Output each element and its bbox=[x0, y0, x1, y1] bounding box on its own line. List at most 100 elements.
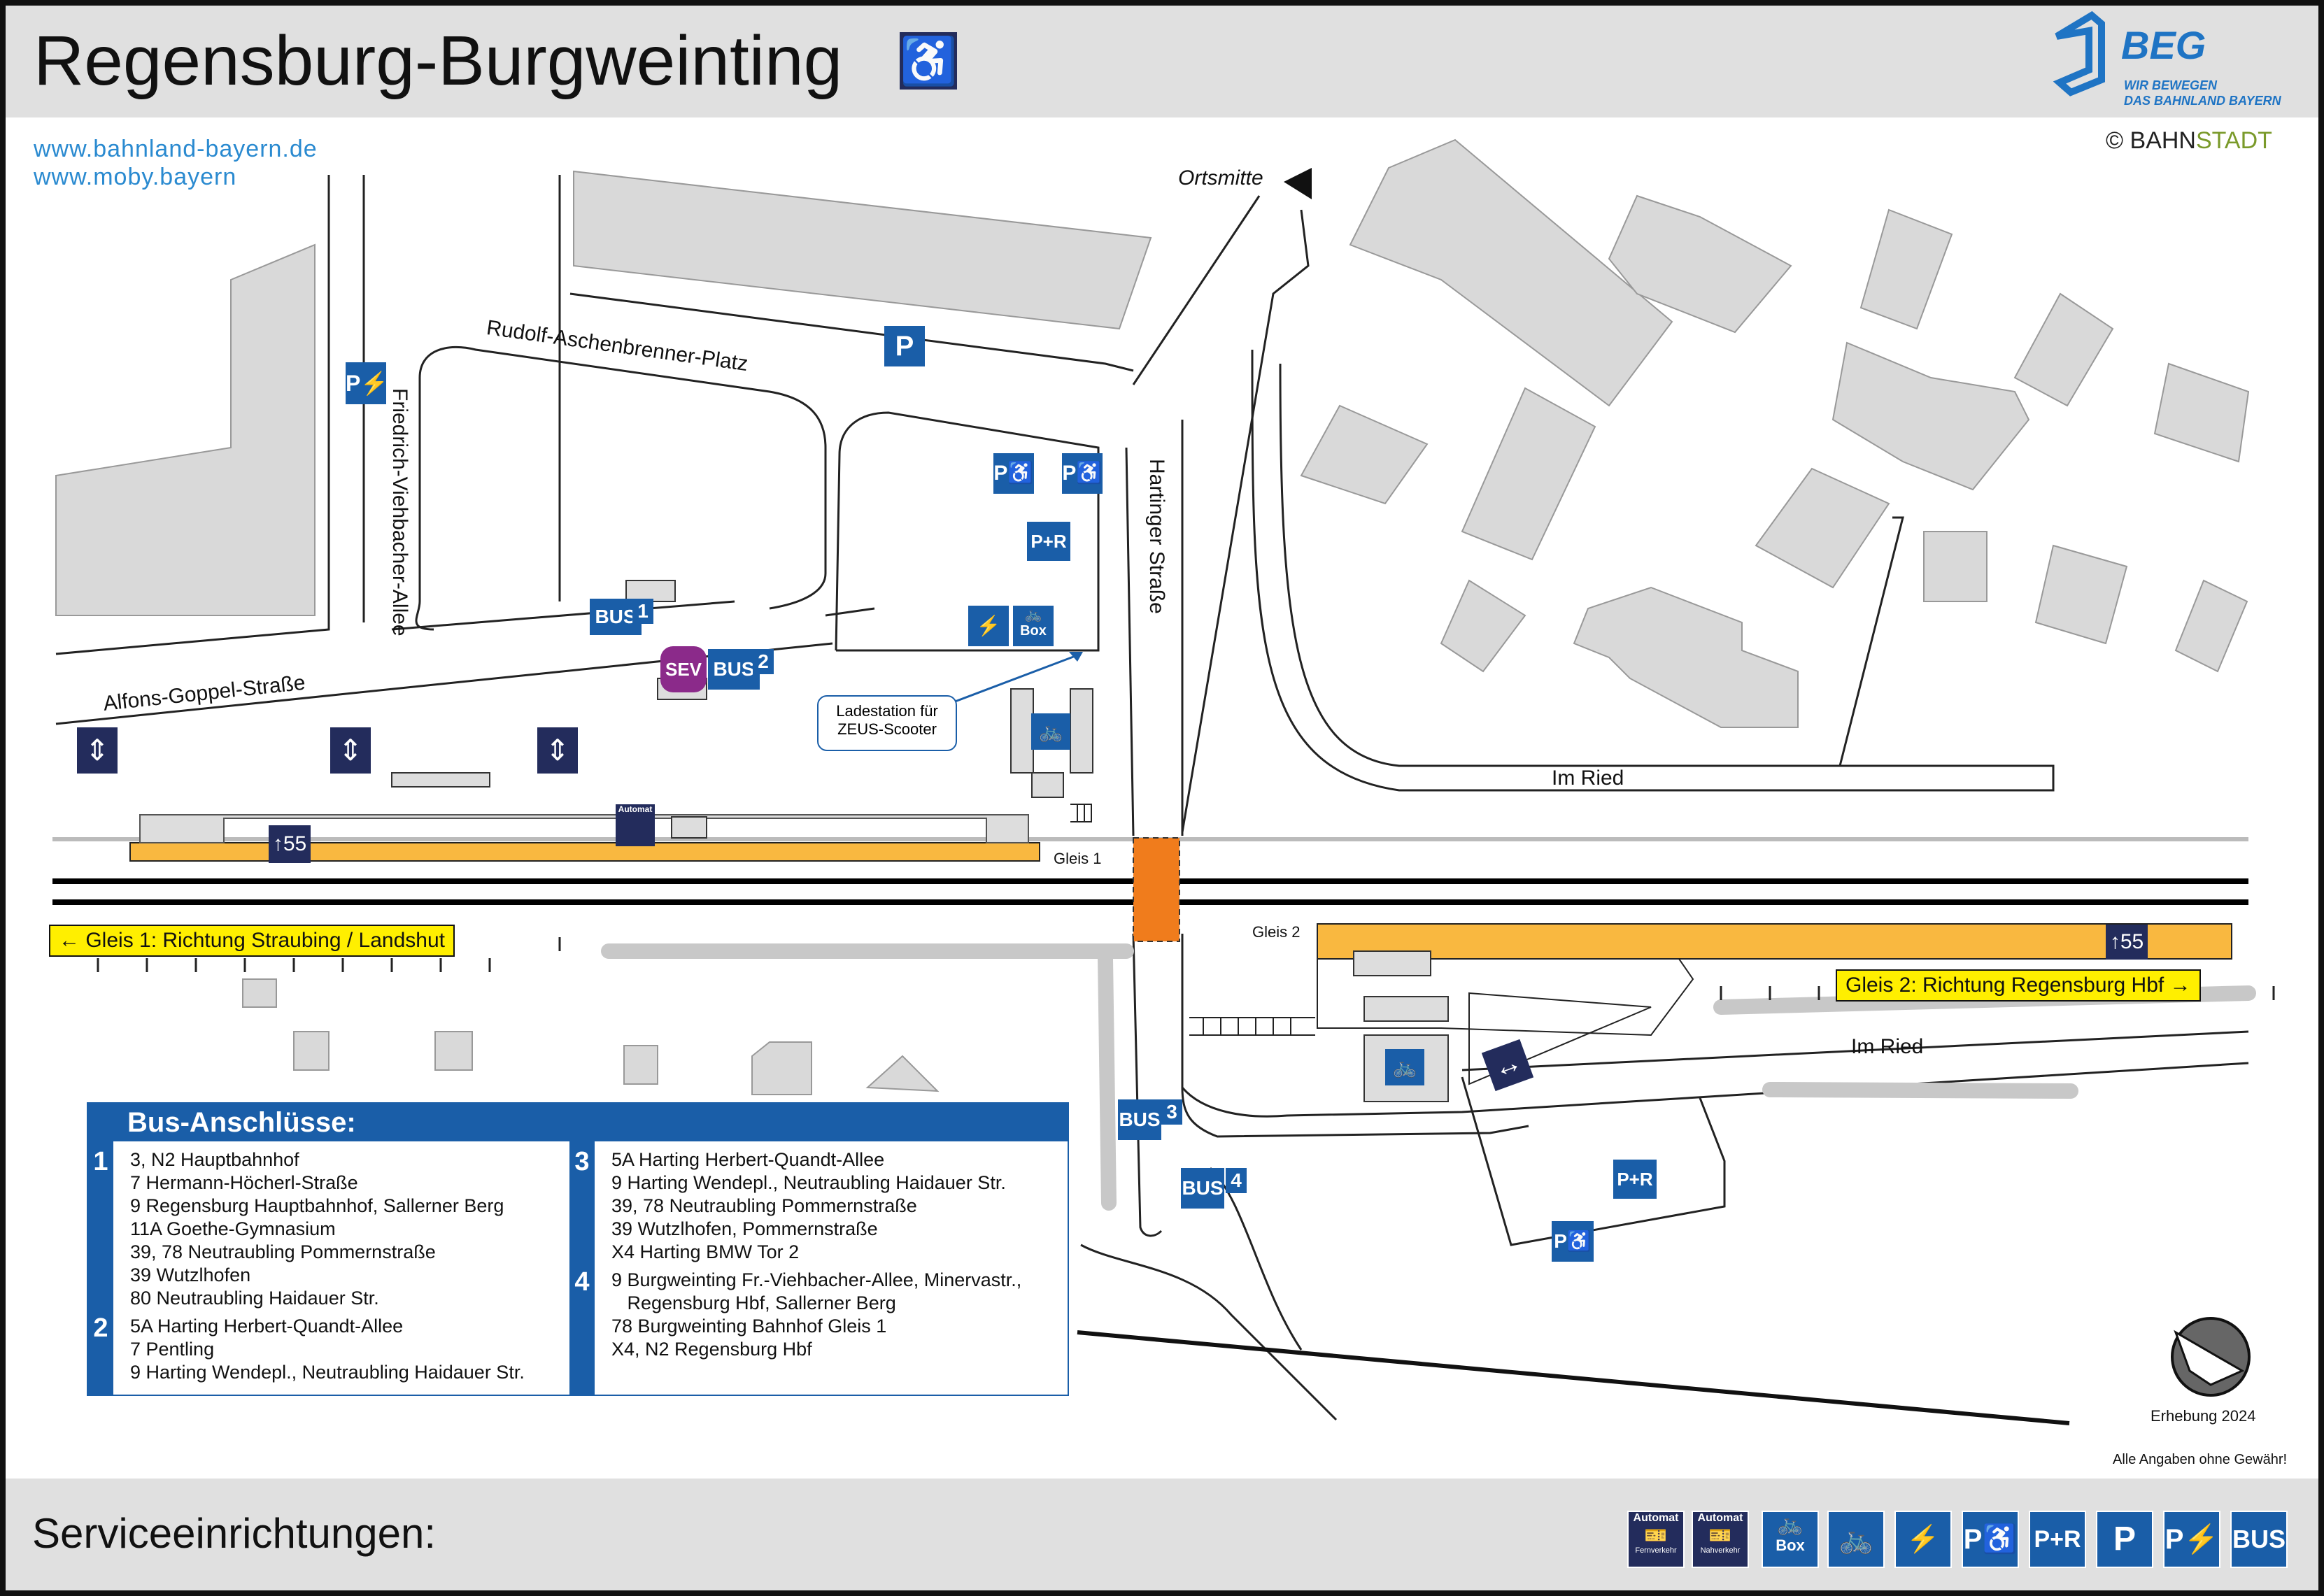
bus-stop-2-icon: BUS bbox=[708, 649, 760, 690]
page-title: Regensburg-Burgweinting bbox=[34, 22, 843, 100]
park-and-ride-icon: P+R bbox=[1613, 1160, 1657, 1199]
track-ticks bbox=[97, 937, 2275, 1000]
platform-gleis-2-wing bbox=[1317, 958, 1694, 1036]
building bbox=[2153, 362, 2250, 463]
building bbox=[751, 1041, 812, 1095]
beg-slogan-line-2: DAS BAHNLAND BAYERN bbox=[2124, 94, 2281, 108]
bike-shelter bbox=[391, 772, 490, 788]
building bbox=[1608, 194, 1792, 334]
link-bahnland-bayern[interactable]: www.bahnland-bayern.de bbox=[34, 136, 318, 162]
bike-box-footer-label: Box bbox=[1776, 1537, 1805, 1554]
building bbox=[865, 1055, 940, 1092]
label-im-ried-south: Im Ried bbox=[1851, 1035, 1924, 1058]
bus-stop-1-number: 1 bbox=[632, 599, 653, 624]
ticket-machine-icon: Automat bbox=[616, 804, 655, 846]
route-line: X4, N2 Regensburg Hbf bbox=[611, 1339, 812, 1360]
ticket-machine-label: Automat bbox=[618, 804, 653, 814]
station-map bbox=[52, 138, 2275, 1425]
ticket-machine-long-distance-bottom: Fernverkehr bbox=[1635, 1546, 1677, 1555]
direction-sign-gleis-1: ← Gleis 1: Richtung Straubing / Landshut bbox=[49, 925, 455, 957]
e-car-charging-footer-label: P bbox=[2164, 1524, 2184, 1555]
road-imried-south bbox=[1181, 1062, 2249, 1118]
ticket-machine-long-distance-top: Automat bbox=[1633, 1512, 1679, 1524]
copyright-bahnstadt: © BAHNSTADT bbox=[2106, 127, 2272, 155]
bus-stop-3-label: BUS bbox=[1119, 1109, 1161, 1130]
bike-shelter bbox=[1010, 688, 1034, 774]
building bbox=[1573, 586, 1799, 728]
direction-sign-gleis-2: Gleis 2: Richtung Regensburg Hbf → bbox=[1836, 969, 2201, 1002]
bus-stop-2-label: BUS bbox=[713, 658, 755, 680]
building bbox=[1300, 404, 1429, 505]
road-rudolf-top bbox=[569, 292, 1134, 372]
level-crossing bbox=[1133, 837, 1180, 942]
beg-logo-icon bbox=[2053, 10, 2105, 97]
hedge bbox=[1098, 950, 1117, 1211]
bike-parking-icon: 🚲 bbox=[1031, 713, 1070, 750]
building bbox=[1859, 208, 1953, 330]
bus-stop-1-label: BUS bbox=[595, 606, 637, 627]
road-square-right bbox=[825, 607, 875, 617]
route-line: 9 Harting Wendepl., Neutraubling Haidaue… bbox=[130, 1362, 525, 1383]
route-line: 80 Neutraubling Haidauer Str. bbox=[130, 1288, 379, 1309]
route-line: 5A Harting Herbert-Quandt-Allee bbox=[130, 1316, 404, 1337]
platform-height-sign-1: ↑55 bbox=[269, 825, 311, 863]
bike-box-icon: 🚲Box bbox=[1762, 1511, 1819, 1568]
building bbox=[1461, 387, 1596, 561]
accessible-parking-icon: P♿ bbox=[993, 453, 1034, 494]
link-moby-bayern[interactable]: www.moby.bayern bbox=[34, 164, 237, 190]
ladestation-pointer bbox=[951, 653, 1082, 704]
bike-box-icon: 🚲Box bbox=[1013, 606, 1054, 646]
route-line: 11A Goethe-Gymnasium bbox=[130, 1218, 336, 1239]
platform-gleis-1-top bbox=[139, 814, 1029, 843]
copyright-bahn: BAHN bbox=[2130, 127, 2196, 154]
road-loop bbox=[835, 411, 1100, 652]
ladestation-callout: Ladestation für ZEUS-Scooter bbox=[817, 695, 957, 751]
building bbox=[1831, 341, 2030, 491]
road-left-bottom-v2 bbox=[1181, 934, 1529, 1138]
route-line: 7 Pentling bbox=[130, 1339, 215, 1360]
accessible-parking-icon: P♿ bbox=[1962, 1511, 2019, 1568]
route-column-right bbox=[569, 1141, 595, 1396]
bike-parking-icon: 🚲 bbox=[1385, 1049, 1424, 1085]
accessible-parking-icon: P♿ bbox=[1552, 1221, 1594, 1262]
route-line: 3, N2 Hauptbahnhof bbox=[130, 1149, 299, 1170]
direction-gleis-2-text: Gleis 2: Richtung Regensburg Hbf bbox=[1845, 974, 2164, 997]
beg-slogan-line-1: WIR BEWEGEN bbox=[2124, 78, 2217, 92]
route-line: 39, 78 Neutraubling Pommernstraße bbox=[611, 1195, 917, 1216]
parking-icon: P bbox=[2096, 1511, 2153, 1568]
direction-gleis-1-text: Gleis 1: Richtung Straubing / Landshut bbox=[85, 929, 445, 952]
building bbox=[242, 978, 277, 1008]
elevator-icon: ⇕ bbox=[537, 727, 578, 774]
ladestation-pointer-head bbox=[1069, 652, 1083, 662]
road-left-bottom-v1 bbox=[1132, 933, 1163, 1237]
building bbox=[1755, 467, 1890, 589]
ticket-machine-long-distance-icon: Automat🎫Fernverkehr bbox=[1627, 1511, 1685, 1568]
parking-icon: P bbox=[884, 326, 925, 366]
building bbox=[2034, 544, 2128, 645]
route-line: X4 Harting BMW Tor 2 bbox=[611, 1241, 800, 1262]
bike-parking-icon: 🚲 bbox=[1827, 1511, 1885, 1568]
building bbox=[623, 1045, 658, 1085]
building bbox=[1349, 138, 1673, 407]
stairs bbox=[1070, 804, 1315, 1036]
survey-year-note: Erhebung 2024 bbox=[2151, 1407, 2256, 1425]
route-line: 7 Hermann-Höcherl-Straße bbox=[130, 1172, 358, 1193]
arrow-right-icon: → bbox=[2169, 974, 2191, 997]
building bbox=[573, 170, 1152, 330]
stair bbox=[1070, 804, 1092, 822]
road-hartinger-left bbox=[1125, 447, 1135, 836]
building bbox=[293, 1031, 330, 1071]
route-group-3-number: 3 bbox=[574, 1147, 590, 1176]
e-bike-charging-icon: ⚡ bbox=[968, 606, 1009, 646]
building bbox=[1440, 579, 1526, 673]
route-group-2-number: 2 bbox=[93, 1313, 108, 1343]
disclaimer-note: Alle Angaben ohne Gewähr! bbox=[2113, 1452, 2288, 1467]
label-hartinger-strasse: Hartinger Straße bbox=[1145, 459, 1168, 614]
bus-stop-2-number: 2 bbox=[753, 649, 774, 674]
label-ortsmitte: Ortsmitte bbox=[1178, 166, 1263, 190]
bike-shelter bbox=[1353, 950, 1431, 976]
ticket-machine-regional-top: Automat bbox=[1697, 1512, 1743, 1524]
route-line: 39 Wutzlhofen bbox=[130, 1264, 251, 1285]
road-imried-north bbox=[1251, 349, 2055, 792]
